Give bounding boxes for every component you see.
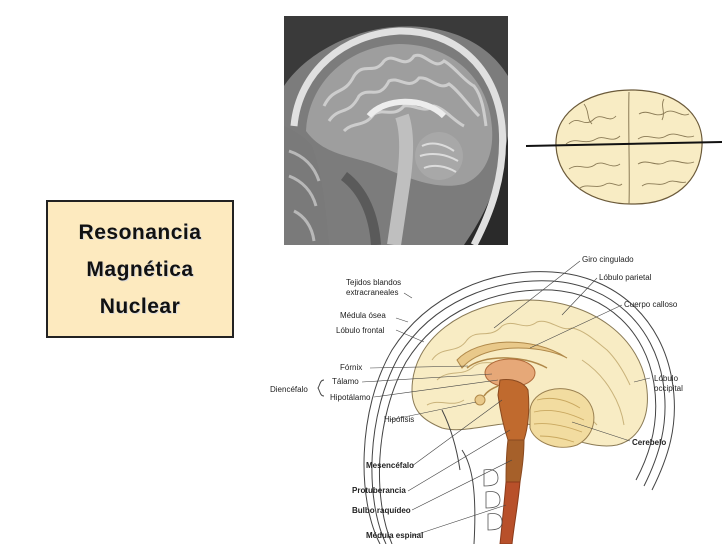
- label-lobulo-parietal: Lóbulo parietal: [599, 273, 652, 282]
- brain-top-view-image: [524, 84, 724, 208]
- label-medula-osea: Médula ósea: [340, 311, 386, 320]
- label-cerebelo: Cerebelo: [632, 438, 666, 447]
- title-line-1: Resonancia: [79, 214, 202, 251]
- mri-sagittal-image: [284, 16, 508, 245]
- label-mesencefalo: Mesencéfalo: [366, 461, 414, 470]
- label-bulbo-raquideo: Bulbo raquídeo: [352, 506, 411, 515]
- label-talamo: Tálamo: [332, 377, 359, 386]
- label-tejidos-blandos-2: extracraneales: [346, 288, 398, 297]
- label-cuerpo-calloso: Cuerpo calloso: [624, 300, 678, 309]
- label-hipotalamo: Hipotálamo: [330, 393, 371, 402]
- label-lobulo-frontal: Lóbulo frontal: [336, 326, 385, 335]
- label-fornix: Fórnix: [340, 363, 362, 372]
- brain-sagittal-diagram: Giro cingulado Lóbulo parietal Tejidos b…: [262, 250, 692, 544]
- label-lobulo-occipital-1: Lóbulo: [654, 374, 679, 383]
- title-line-3: Nuclear: [100, 288, 181, 325]
- label-hipofisis: Hipófisis: [384, 415, 414, 424]
- label-lobulo-occipital-2: occipital: [654, 384, 683, 393]
- title-box: Resonancia Magnética Nuclear: [46, 200, 234, 338]
- label-tejidos-blandos-1: Tejidos blandos: [346, 278, 401, 287]
- label-diencefalo: Diencéfalo: [270, 385, 308, 394]
- label-protuberancia: Protuberancia: [352, 486, 406, 495]
- label-giro-cingulado: Giro cingulado: [582, 255, 634, 264]
- label-medula-espinal: Médula espinal: [366, 531, 423, 540]
- title-line-2: Magnética: [86, 251, 193, 288]
